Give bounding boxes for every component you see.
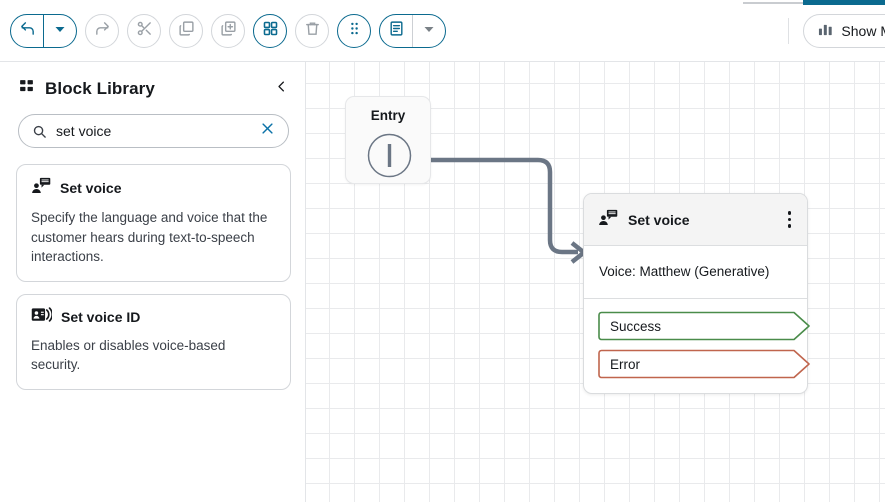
top-accent-strip [803, 0, 885, 5]
redo-arrow-icon [94, 20, 111, 42]
entry-circle-port-icon[interactable] [367, 133, 412, 178]
page-title: Block Library [45, 79, 155, 98]
copy-button[interactable] [169, 13, 203, 48]
undo-split-button[interactable] [10, 13, 77, 48]
block-card-set-voice[interactable]: Set voice Specify the language and voice… [16, 164, 291, 282]
port-success-label: Success [610, 318, 662, 334]
set-voice-node[interactable]: Set voice Voice: Matthew (Generative) Su… [583, 193, 810, 394]
six-dots-icon [346, 20, 363, 42]
block-card-description: Specify the language and voice that the … [31, 210, 268, 265]
chevron-left-icon [274, 79, 289, 99]
grid-blocks-icon [18, 78, 35, 100]
split-divider [43, 14, 44, 47]
copy-icon [178, 20, 195, 42]
caret-down-icon [54, 22, 66, 40]
search-box[interactable] [18, 114, 289, 148]
clear-search-button[interactable] [260, 121, 275, 141]
cut-button[interactable] [127, 13, 161, 48]
block-card-header: Set voice ID [31, 306, 276, 327]
show-metrics-button[interactable]: Show M [803, 13, 885, 48]
close-x-icon [260, 121, 275, 141]
top-toolbar: Show M [0, 0, 885, 62]
toolbar-separator [788, 17, 790, 44]
id-card-sound-icon [31, 306, 54, 327]
person-speech-bubble-icon [31, 177, 51, 199]
kebab-menu-icon[interactable] [786, 207, 794, 232]
flow-canvas[interactable]: Entry [306, 62, 885, 502]
person-speech-bubble-icon [598, 209, 618, 231]
grid-blocks-icon [262, 20, 279, 42]
notes-button[interactable] [380, 15, 412, 47]
toolbar-button-group [0, 0, 446, 61]
show-metrics-label: Show M [841, 22, 885, 39]
block-card-header: Set voice [31, 177, 276, 199]
caret-down-icon [423, 22, 435, 40]
block-results-list: Set voice Specify the language and voice… [16, 164, 291, 390]
bar-chart-icon [818, 22, 833, 40]
port-success[interactable]: Success [598, 311, 810, 341]
blocks-grid-button[interactable] [253, 13, 287, 48]
notes-split-button[interactable] [379, 13, 446, 48]
port-error[interactable]: Error [598, 349, 810, 379]
set-voice-node-body: Voice: Matthew (Generative) [584, 246, 807, 299]
split-divider [412, 14, 413, 47]
port-error-label: Error [610, 356, 640, 372]
duplicate-plus-icon [220, 20, 237, 42]
toolbar-right-group: Show M [788, 0, 885, 61]
set-voice-node-header: Set voice [584, 194, 807, 246]
undo-arrow-icon [19, 20, 36, 42]
undo-dropdown-button[interactable] [44, 15, 76, 47]
arrange-button[interactable] [337, 13, 371, 48]
block-card-title: Set voice ID [61, 308, 141, 325]
block-library-header: Block Library [0, 62, 305, 100]
block-library-panel: Block Library [0, 62, 306, 502]
block-card-description: Enables or disables voice-based security… [31, 337, 226, 373]
set-voice-node-title: Set voice [628, 211, 690, 228]
search-input[interactable] [56, 123, 251, 139]
scissors-icon [136, 20, 153, 42]
block-card-set-voice-id[interactable]: Set voice ID Enables or disables voice-b… [16, 293, 291, 390]
block-card-title: Set voice [60, 180, 122, 196]
delete-button[interactable] [295, 13, 329, 48]
document-lines-icon [388, 20, 405, 42]
notes-dropdown-button[interactable] [413, 15, 445, 47]
duplicate-button[interactable] [211, 13, 245, 48]
entry-node-label: Entry [370, 108, 406, 123]
set-voice-node-ports: Success Error [584, 299, 810, 393]
trash-icon [304, 20, 321, 42]
undo-button[interactable] [11, 15, 43, 47]
search-icon [32, 124, 47, 139]
top-grey-strip [743, 2, 803, 4]
redo-button[interactable] [85, 13, 119, 48]
entry-node[interactable]: Entry [345, 96, 431, 184]
collapse-panel-button[interactable] [274, 79, 289, 99]
